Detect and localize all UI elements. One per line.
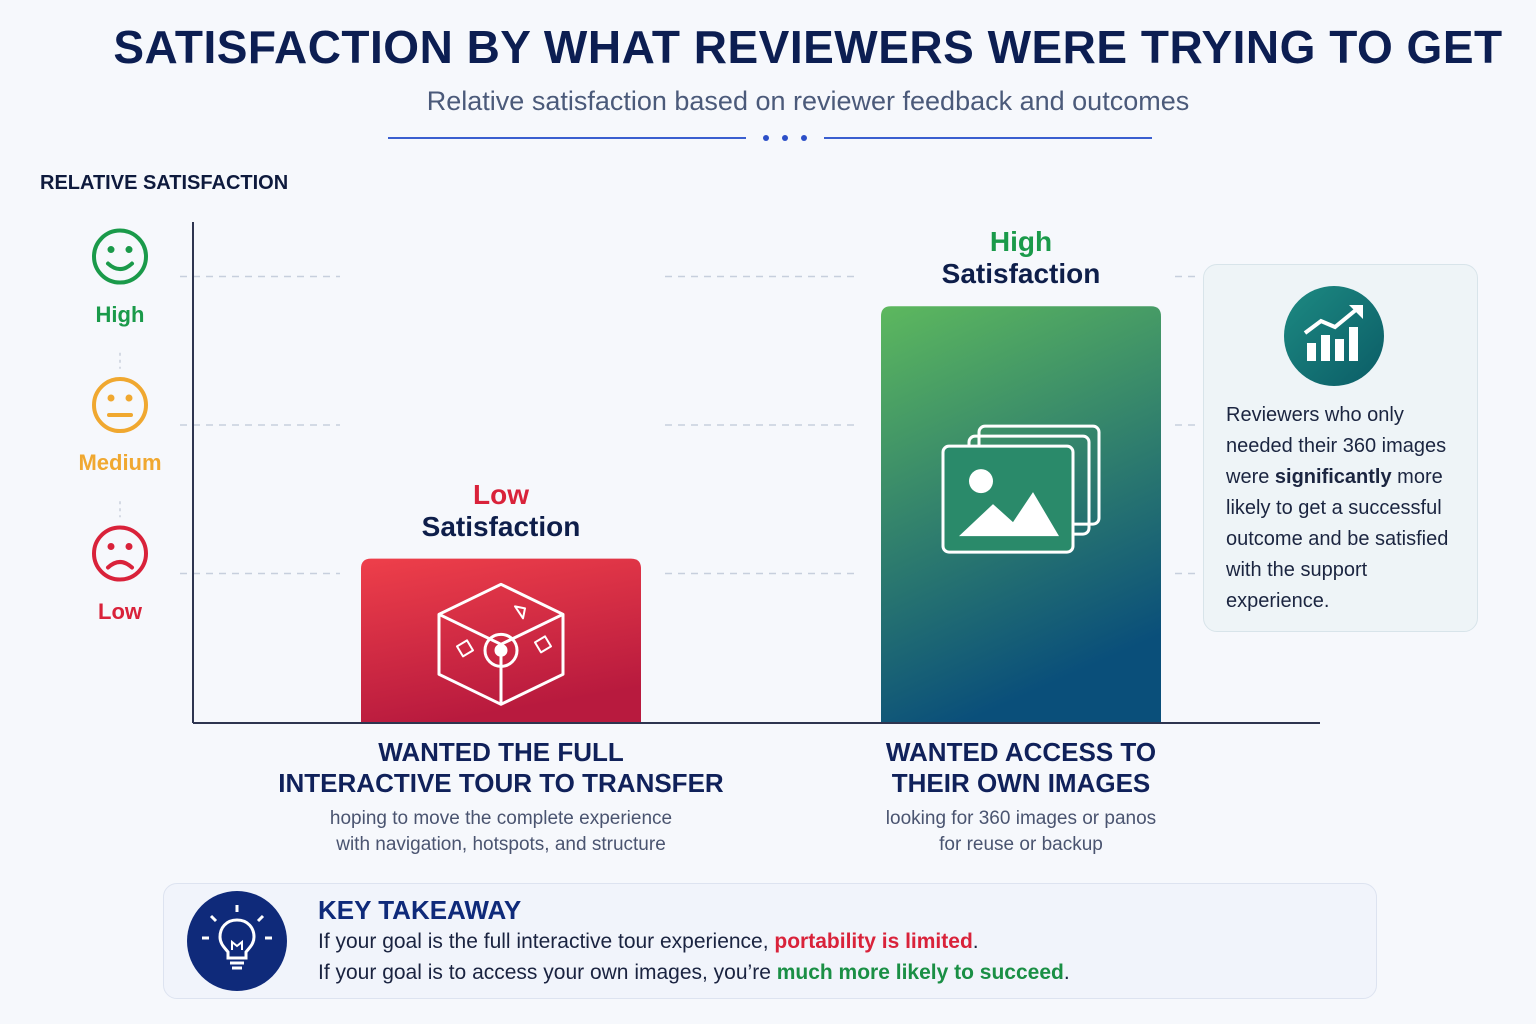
bar-level-label: High bbox=[989, 226, 1053, 258]
page-subtitle: Relative satisfaction based on reviewer … bbox=[426, 86, 1190, 116]
scale-label-high: High bbox=[95, 301, 145, 327]
3d-tour-cube-icon bbox=[437, 582, 565, 706]
growth-chart-icon bbox=[1284, 286, 1384, 386]
sad-face-icon bbox=[92, 525, 148, 582]
lightbulb-icon bbox=[187, 891, 287, 991]
neutral-face-icon bbox=[92, 377, 148, 434]
key-takeaway-title: KEY TAKEAWAY bbox=[318, 895, 522, 925]
scale-label-low: Low bbox=[98, 598, 142, 624]
y-axis-title: RELATIVE SATISFACTION bbox=[40, 172, 289, 194]
bar-level-label: Low bbox=[473, 478, 529, 510]
image-stack-icon bbox=[941, 424, 1101, 554]
key-takeaway-card bbox=[163, 883, 1377, 999]
takeaway-line-2: If your goal is to access your own image… bbox=[318, 961, 1070, 984]
page-title: SATISFACTION BY WHAT REVIEWERS WERE TRYI… bbox=[113, 21, 1503, 73]
happy-face-icon bbox=[92, 228, 148, 285]
bar-satisfaction-label: Satisfaction bbox=[421, 510, 581, 542]
bar-satisfaction-label: Satisfaction bbox=[941, 258, 1101, 290]
takeaway-line-1: If your goal is the full interactive tou… bbox=[318, 930, 979, 953]
title-divider bbox=[388, 135, 1152, 141]
scale-label-medium: Medium bbox=[78, 450, 162, 476]
bar-low bbox=[361, 558, 641, 722]
insight-text: Reviewers who only needed their 360 imag… bbox=[1226, 404, 1449, 612]
